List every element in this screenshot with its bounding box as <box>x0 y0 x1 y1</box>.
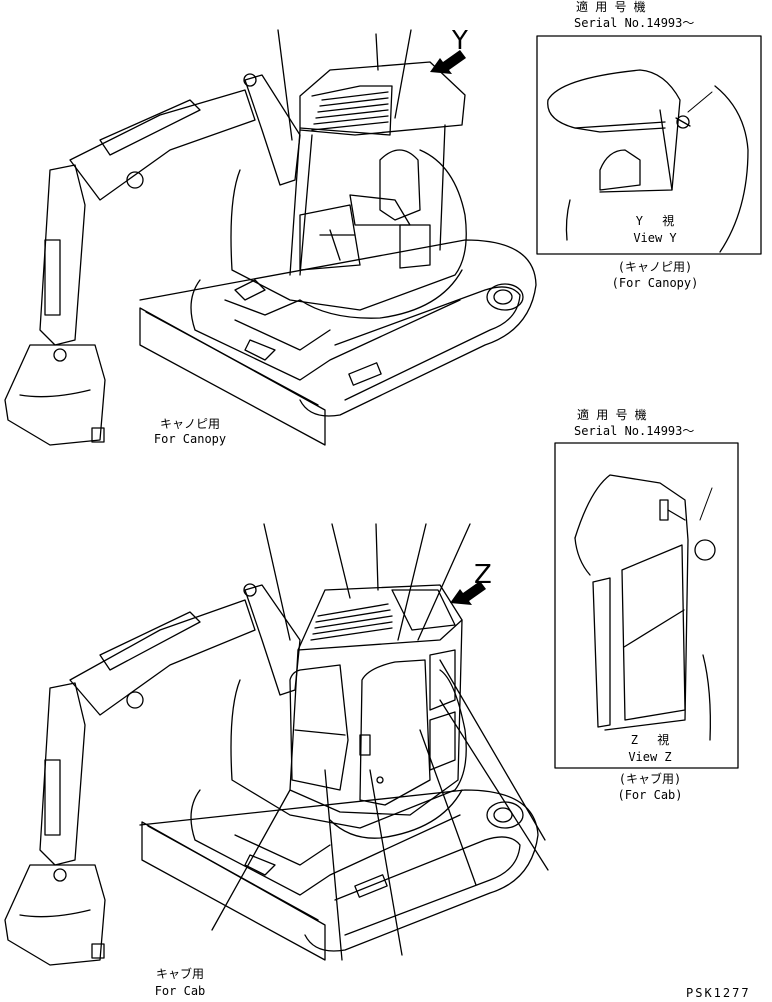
drawing-code: PSK1277 <box>686 986 751 1000</box>
view-z-label-jp: Z 視 <box>630 733 670 747</box>
cab-caption-en: For Cab <box>154 984 206 998</box>
view-z-label-en: View Z <box>628 750 672 764</box>
cab-roof-grille <box>310 603 393 641</box>
canopy-caption-jp: キャノピ用 <box>159 417 220 431</box>
serial-label-jp-top: 適 用 号 機 <box>576 0 646 14</box>
excavator-cab-drawing <box>4 523 549 966</box>
leader-lines-bottom <box>211 523 549 961</box>
view-y-label-jp: Y 視 <box>635 214 675 228</box>
serial-label-en-top: Serial No.14993～ <box>574 16 695 30</box>
view-arrow-icon <box>450 581 486 605</box>
for-canopy-note-en: (For Canopy) <box>611 276 699 290</box>
cab-caption-jp: キャブ用 <box>155 967 204 981</box>
excavator-canopy-drawing <box>4 29 537 446</box>
view-arrow-icon <box>430 50 466 74</box>
leader-lines-top <box>277 29 412 141</box>
view-letter-z: Z <box>474 560 492 590</box>
inset-view-z-drawing <box>554 442 739 769</box>
for-canopy-note-jp: (キャノピ用) <box>617 260 693 274</box>
serial-label-en-bottom: Serial No.14993～ <box>574 424 695 438</box>
inset-view-y-drawing <box>536 35 762 255</box>
canopy-roof-grille-top <box>311 91 389 131</box>
view-y-label-en: View Y <box>633 231 677 245</box>
view-letter-y: Y <box>452 26 468 56</box>
for-cab-note-en: (For Cab) <box>617 788 683 802</box>
for-cab-note-jp: (キャブ用) <box>618 772 682 786</box>
serial-label-jp-bottom: 適 用 号 機 <box>577 408 647 422</box>
canopy-caption-en: For Canopy <box>153 432 227 446</box>
